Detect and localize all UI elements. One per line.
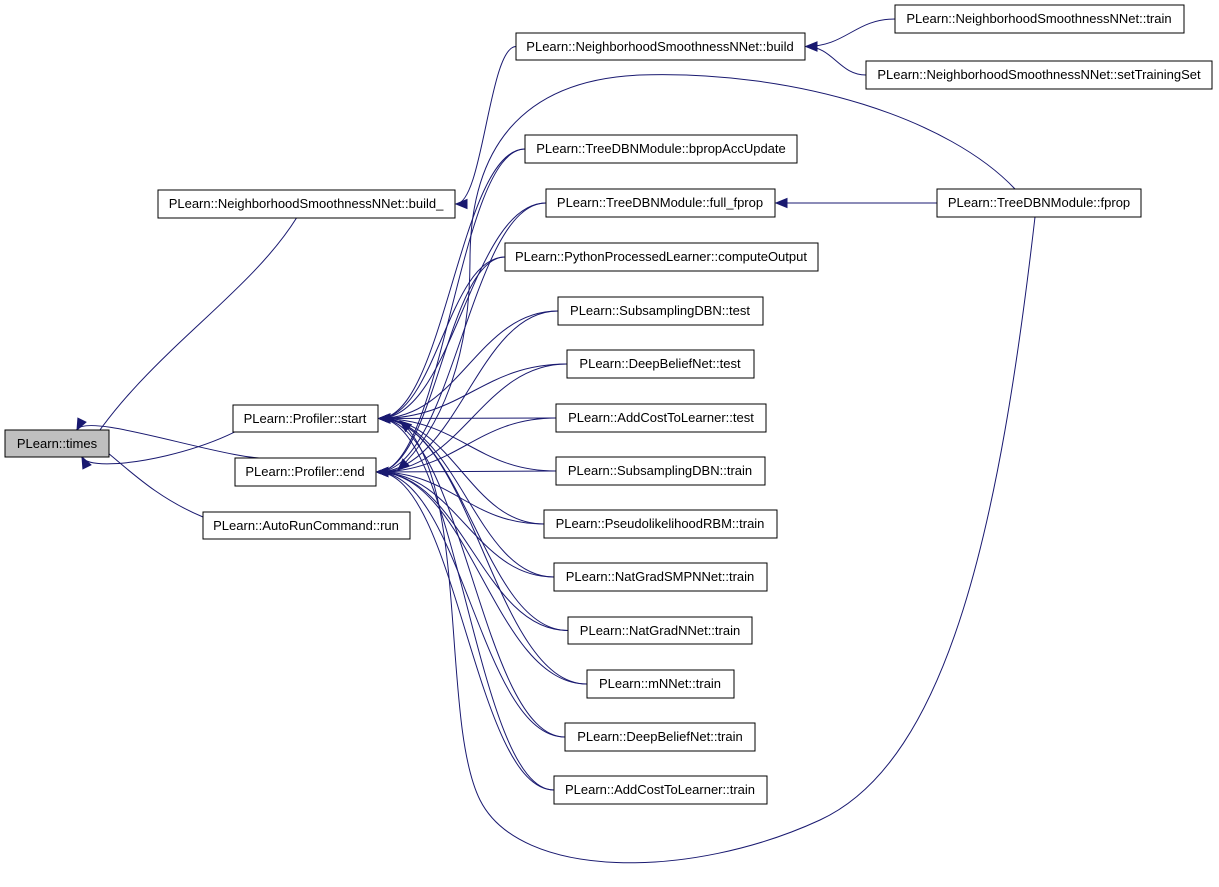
edge-tdbn_bprop-to-pend [376, 148, 526, 473]
edge-ppl_co-to-pend [376, 256, 506, 473]
node-ppl-computeoutput[interactable]: PLearn::PythonProcessedLearner::computeO… [504, 242, 819, 272]
edge-mnnet_train-to-pstart [378, 418, 588, 685]
node-label: PLearn::Profiler::start [244, 411, 367, 426]
edge-actl_train-to-pend [376, 471, 555, 791]
arrowhead [774, 197, 788, 209]
node-label: PLearn::NeighborhoodSmoothnessNNet::trai… [906, 11, 1171, 26]
node-subsamplingdbn-train[interactable]: PLearn::SubsamplingDBN::train [555, 456, 766, 486]
node-profiler-start[interactable]: PLearn::Profiler::start [232, 404, 379, 433]
node-label: PLearn::DeepBeliefNet::test [579, 356, 741, 371]
node-label: PLearn::NeighborhoodSmoothnessNNet::buil… [169, 196, 444, 211]
node-layer: PLearn::times PLearn::NeighborhoodSmooth… [4, 4, 1213, 805]
node-times[interactable]: PLearn::times [4, 429, 110, 458]
node-label: PLearn::SubsamplingDBN::test [570, 303, 750, 318]
node-nsn-train[interactable]: PLearn::NeighborhoodSmoothnessNNet::trai… [894, 4, 1185, 34]
edge-sdbn_test-to-pstart [378, 310, 559, 419]
node-label: PLearn::NeighborhoodSmoothnessNNet::setT… [877, 67, 1201, 82]
node-addcosttolearner-test[interactable]: PLearn::AddCostToLearner::test [555, 403, 767, 433]
edge-mnnet_train-to-pend [376, 471, 588, 685]
arrowhead [804, 41, 818, 52]
node-deepbeliefnet-train[interactable]: PLearn::DeepBeliefNet::train [564, 722, 756, 752]
node-pseudolikelihoodrbm-train[interactable]: PLearn::PseudolikelihoodRBM::train [543, 509, 778, 539]
edge-sdbn_train-to-pend [376, 470, 557, 473]
node-label: PLearn::AutoRunCommand::run [213, 518, 399, 533]
edge-build-to-build_ [455, 46, 517, 205]
node-label: PLearn::SubsamplingDBN::train [568, 463, 752, 478]
node-mnnet-train[interactable]: PLearn::mNNet::train [586, 669, 735, 699]
node-natgradnnet-train[interactable]: PLearn::NatGradNNet::train [567, 616, 753, 645]
node-label: PLearn::AddCostToLearner::test [568, 410, 754, 425]
edge-tdbn_full-to-pend [376, 202, 547, 473]
node-label: PLearn::PseudolikelihoodRBM::train [556, 516, 765, 531]
edge-nsn_train-to-build [805, 18, 896, 47]
edge-ngsmp_train-to-pend [376, 471, 555, 578]
arrowhead [81, 455, 92, 470]
edge-tdbn_full-to-pstart [378, 202, 547, 419]
node-treedbn-bpropaccupdate[interactable]: PLearn::TreeDBNModule::bpropAccUpdate [524, 134, 798, 164]
node-label: PLearn::TreeDBNModule::fprop [948, 195, 1130, 210]
node-deepbeliefnet-test[interactable]: PLearn::DeepBeliefNet::test [566, 349, 755, 379]
edge-dbn_test-to-pstart [378, 363, 568, 419]
node-addcosttolearner-train[interactable]: PLearn::AddCostToLearner::train [553, 775, 768, 805]
edge-actl_test-to-pend [376, 417, 557, 473]
node-natgradsmpnnet-train[interactable]: PLearn::NatGradSMPNNet::train [553, 562, 768, 592]
node-label: PLearn::mNNet::train [599, 676, 721, 691]
node-label: PLearn::times [17, 436, 98, 451]
node-label: PLearn::NatGradNNet::train [580, 623, 740, 638]
edge-dbn_test-to-pend [376, 363, 568, 473]
node-subsamplingdbn-test[interactable]: PLearn::SubsamplingDBN::test [557, 296, 764, 326]
edge-ngsmp_train-to-pstart [378, 418, 555, 578]
edge-ppl_co-to-pstart [378, 256, 506, 419]
node-label: PLearn::NeighborhoodSmoothnessNNet::buil… [526, 39, 793, 54]
edge-build_-to-times [81, 217, 297, 458]
arrowhead [375, 466, 389, 478]
arrowhead [76, 417, 87, 432]
node-build-underscore[interactable]: PLearn::NeighborhoodSmoothnessNNet::buil… [157, 189, 456, 219]
node-treedbn-fprop[interactable]: PLearn::TreeDBNModule::fprop [936, 188, 1142, 218]
node-label: PLearn::AddCostToLearner::train [565, 782, 755, 797]
edge-actl_test-to-pstart [378, 417, 557, 419]
node-label: PLearn::DeepBeliefNet::train [577, 729, 742, 744]
node-autorun-run[interactable]: PLearn::AutoRunCommand::run [202, 511, 411, 540]
node-label: PLearn::Profiler::end [245, 464, 364, 479]
edge-sdbn_test-to-pend [376, 310, 559, 473]
node-nsn-settrainingset[interactable]: PLearn::NeighborhoodSmoothnessNNet::setT… [865, 60, 1213, 90]
edge-actl_train-to-pstart [378, 418, 555, 791]
arrowhead [454, 198, 468, 210]
node-label: PLearn::TreeDBNModule::full_fprop [557, 195, 763, 210]
node-label: PLearn::NatGradSMPNNet::train [566, 569, 755, 584]
node-treedbn-full-fprop[interactable]: PLearn::TreeDBNModule::full_fprop [545, 188, 776, 218]
edge-prbm_train-to-pend [376, 471, 545, 525]
node-nsn-build[interactable]: PLearn::NeighborhoodSmoothnessNNet::buil… [515, 32, 806, 61]
edge-tdbn_fprop-to-pend [397, 74, 1016, 471]
edge-dbn_train-to-pstart [378, 418, 566, 738]
edge-tdbn_bprop-to-pstart [378, 148, 526, 419]
arrowhead [377, 413, 391, 424]
node-label: PLearn::PythonProcessedLearner::computeO… [515, 249, 807, 264]
node-profiler-end[interactable]: PLearn::Profiler::end [234, 457, 377, 487]
edge-nsn_setts-to-build [805, 46, 867, 76]
edge-dbn_train-to-pend [376, 471, 566, 738]
node-label: PLearn::TreeDBNModule::bpropAccUpdate [536, 141, 786, 156]
edge-ngn_train-to-pend [376, 471, 569, 631]
edge-tdbn_fprop-to-pstart [399, 216, 1036, 864]
